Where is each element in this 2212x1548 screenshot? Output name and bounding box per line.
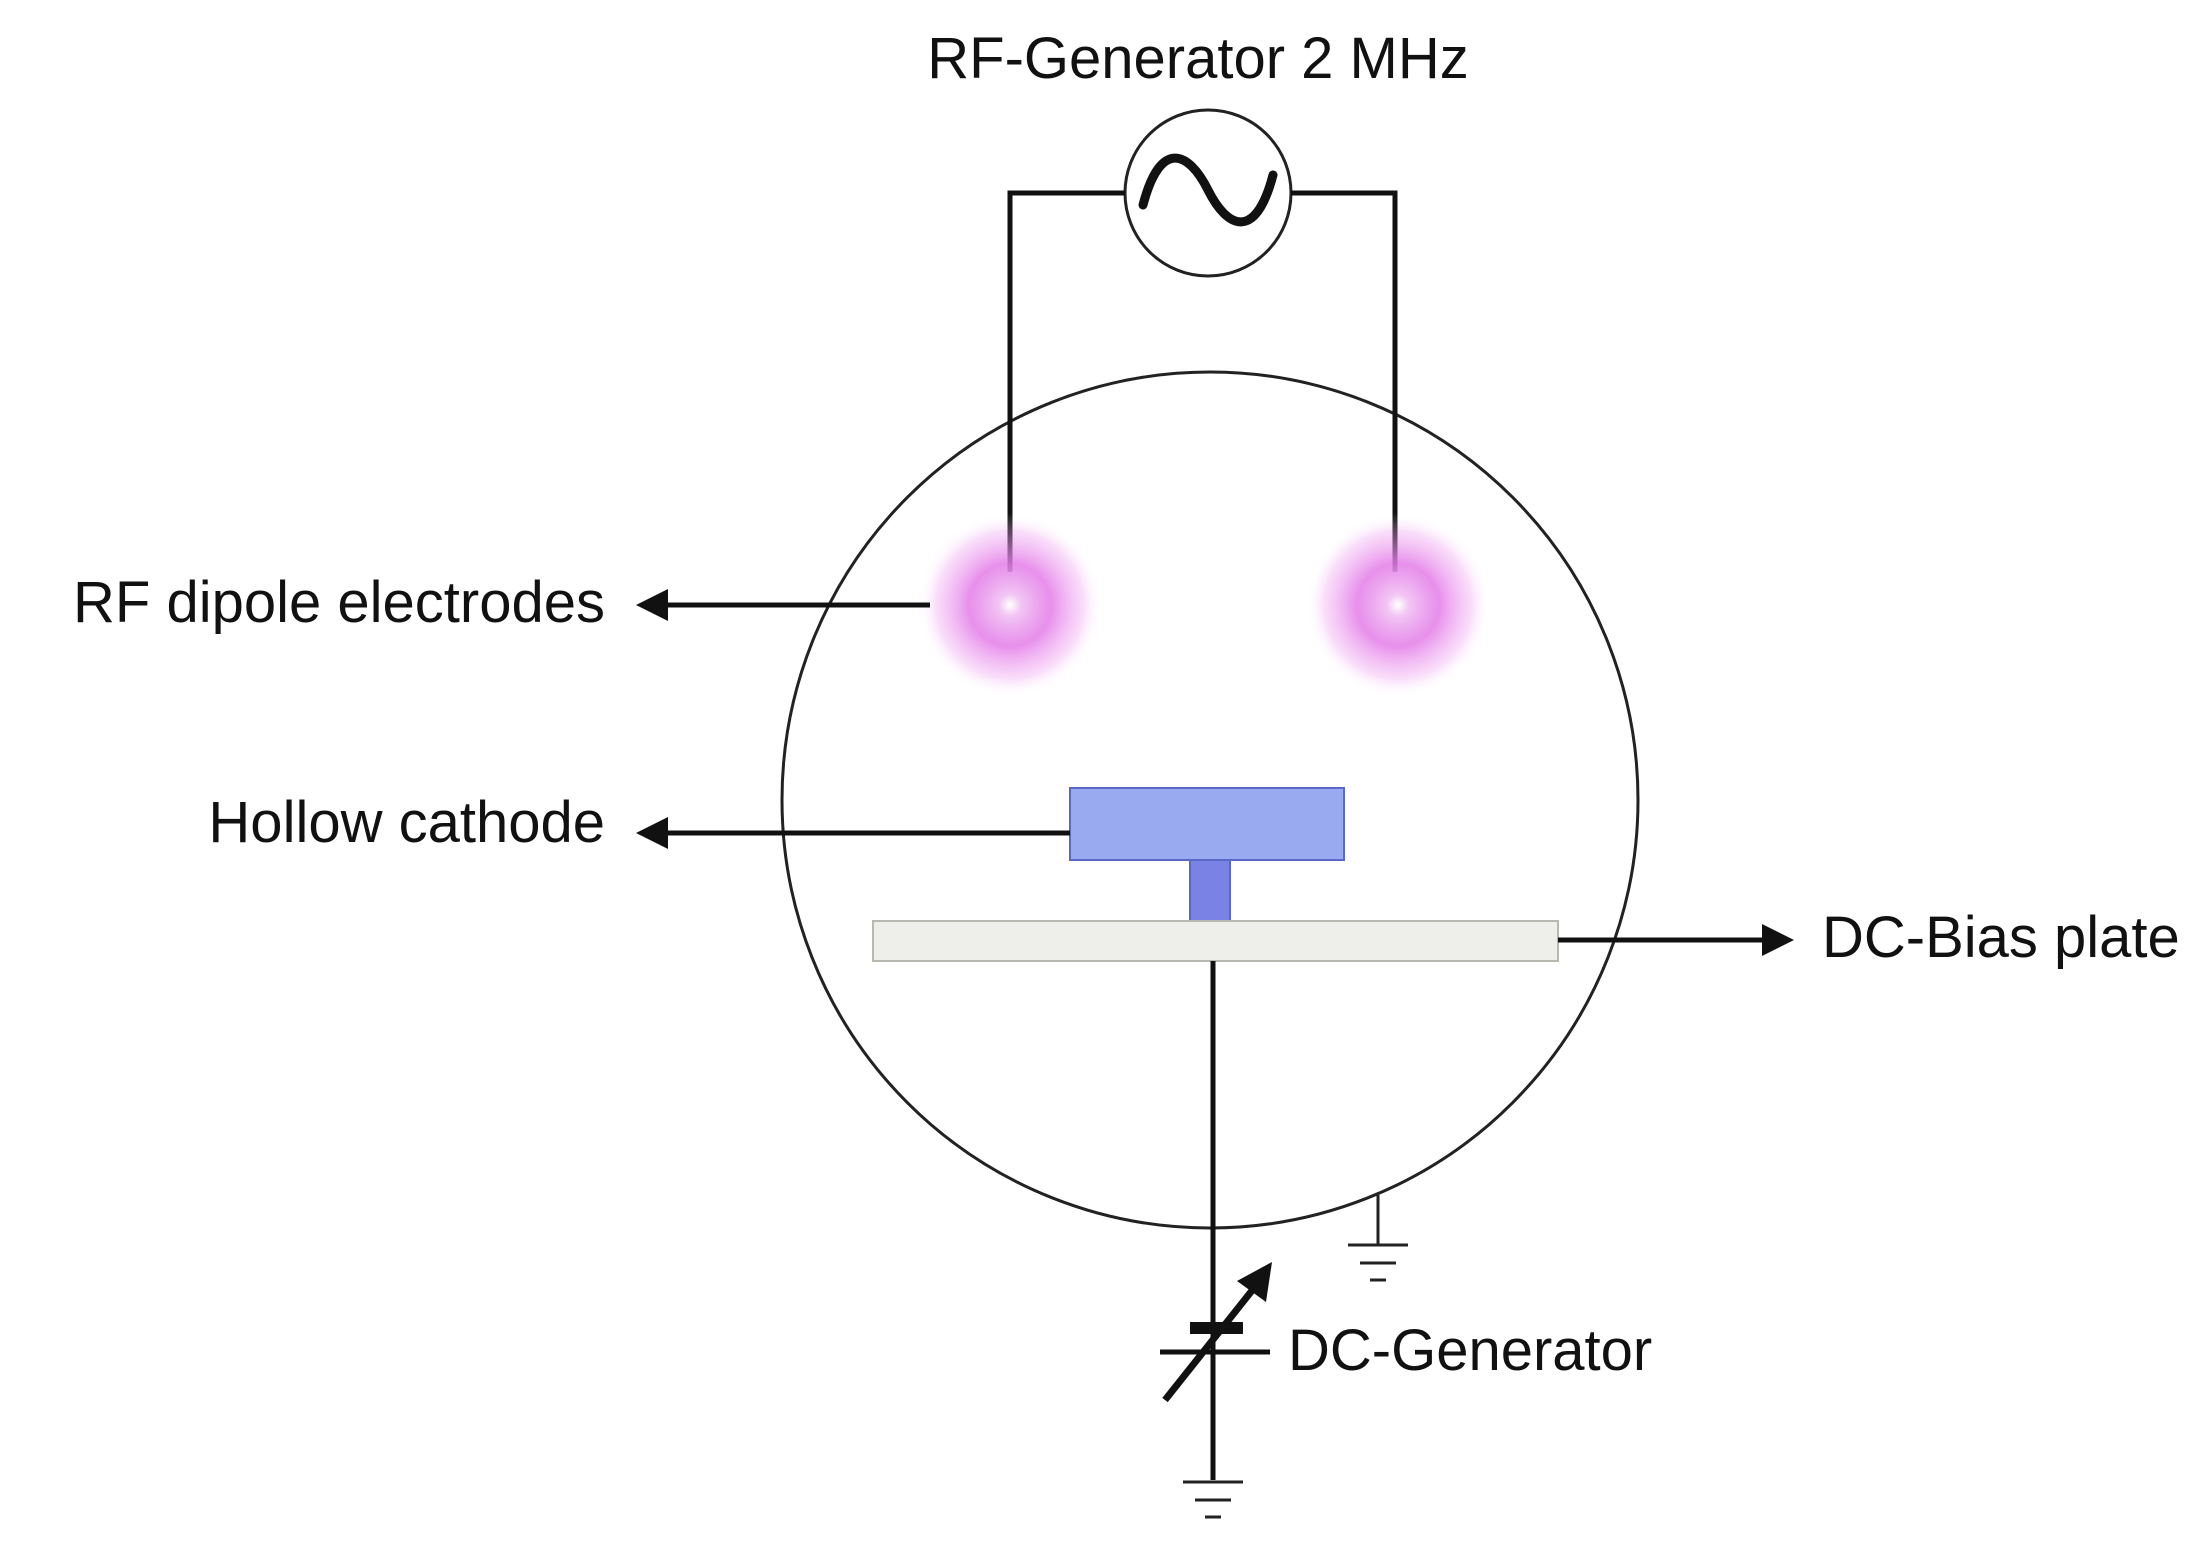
dc-bias-plate-label: DC-Bias plate xyxy=(1822,905,2180,970)
vacuum-chamber xyxy=(780,370,1640,1230)
hollow-cathode-stem xyxy=(1189,859,1231,923)
rf-feed-wire-left xyxy=(1007,190,1125,572)
rf-feed-wire-right xyxy=(1291,190,1398,572)
rf-dipole-electrodes-label: RF dipole electrodes xyxy=(73,570,605,635)
dc-bias-plate xyxy=(872,920,1559,962)
rf-electrode-glow-right xyxy=(1306,513,1490,697)
sine-wave-glyph xyxy=(1138,153,1278,227)
arrow-dc-bias-plate xyxy=(1558,924,1794,956)
hollow-cathode-label: Hollow cathode xyxy=(208,790,605,855)
dc-generator-label: DC-Generator xyxy=(1288,1318,1652,1383)
rf-generator-symbol xyxy=(1123,108,1293,278)
arrow-rf-dipole-electrodes xyxy=(636,589,930,621)
rf-generator-label: RF-Generator 2 MHz xyxy=(927,26,1468,91)
rf-electrode-glow-left xyxy=(918,513,1102,697)
arrow-hollow-cathode xyxy=(636,817,1070,849)
variable-dc-source-icon xyxy=(1160,1262,1272,1403)
ground-icon xyxy=(1348,1195,1408,1282)
ground-icon xyxy=(1183,1480,1243,1519)
hollow-cathode xyxy=(1069,787,1345,861)
